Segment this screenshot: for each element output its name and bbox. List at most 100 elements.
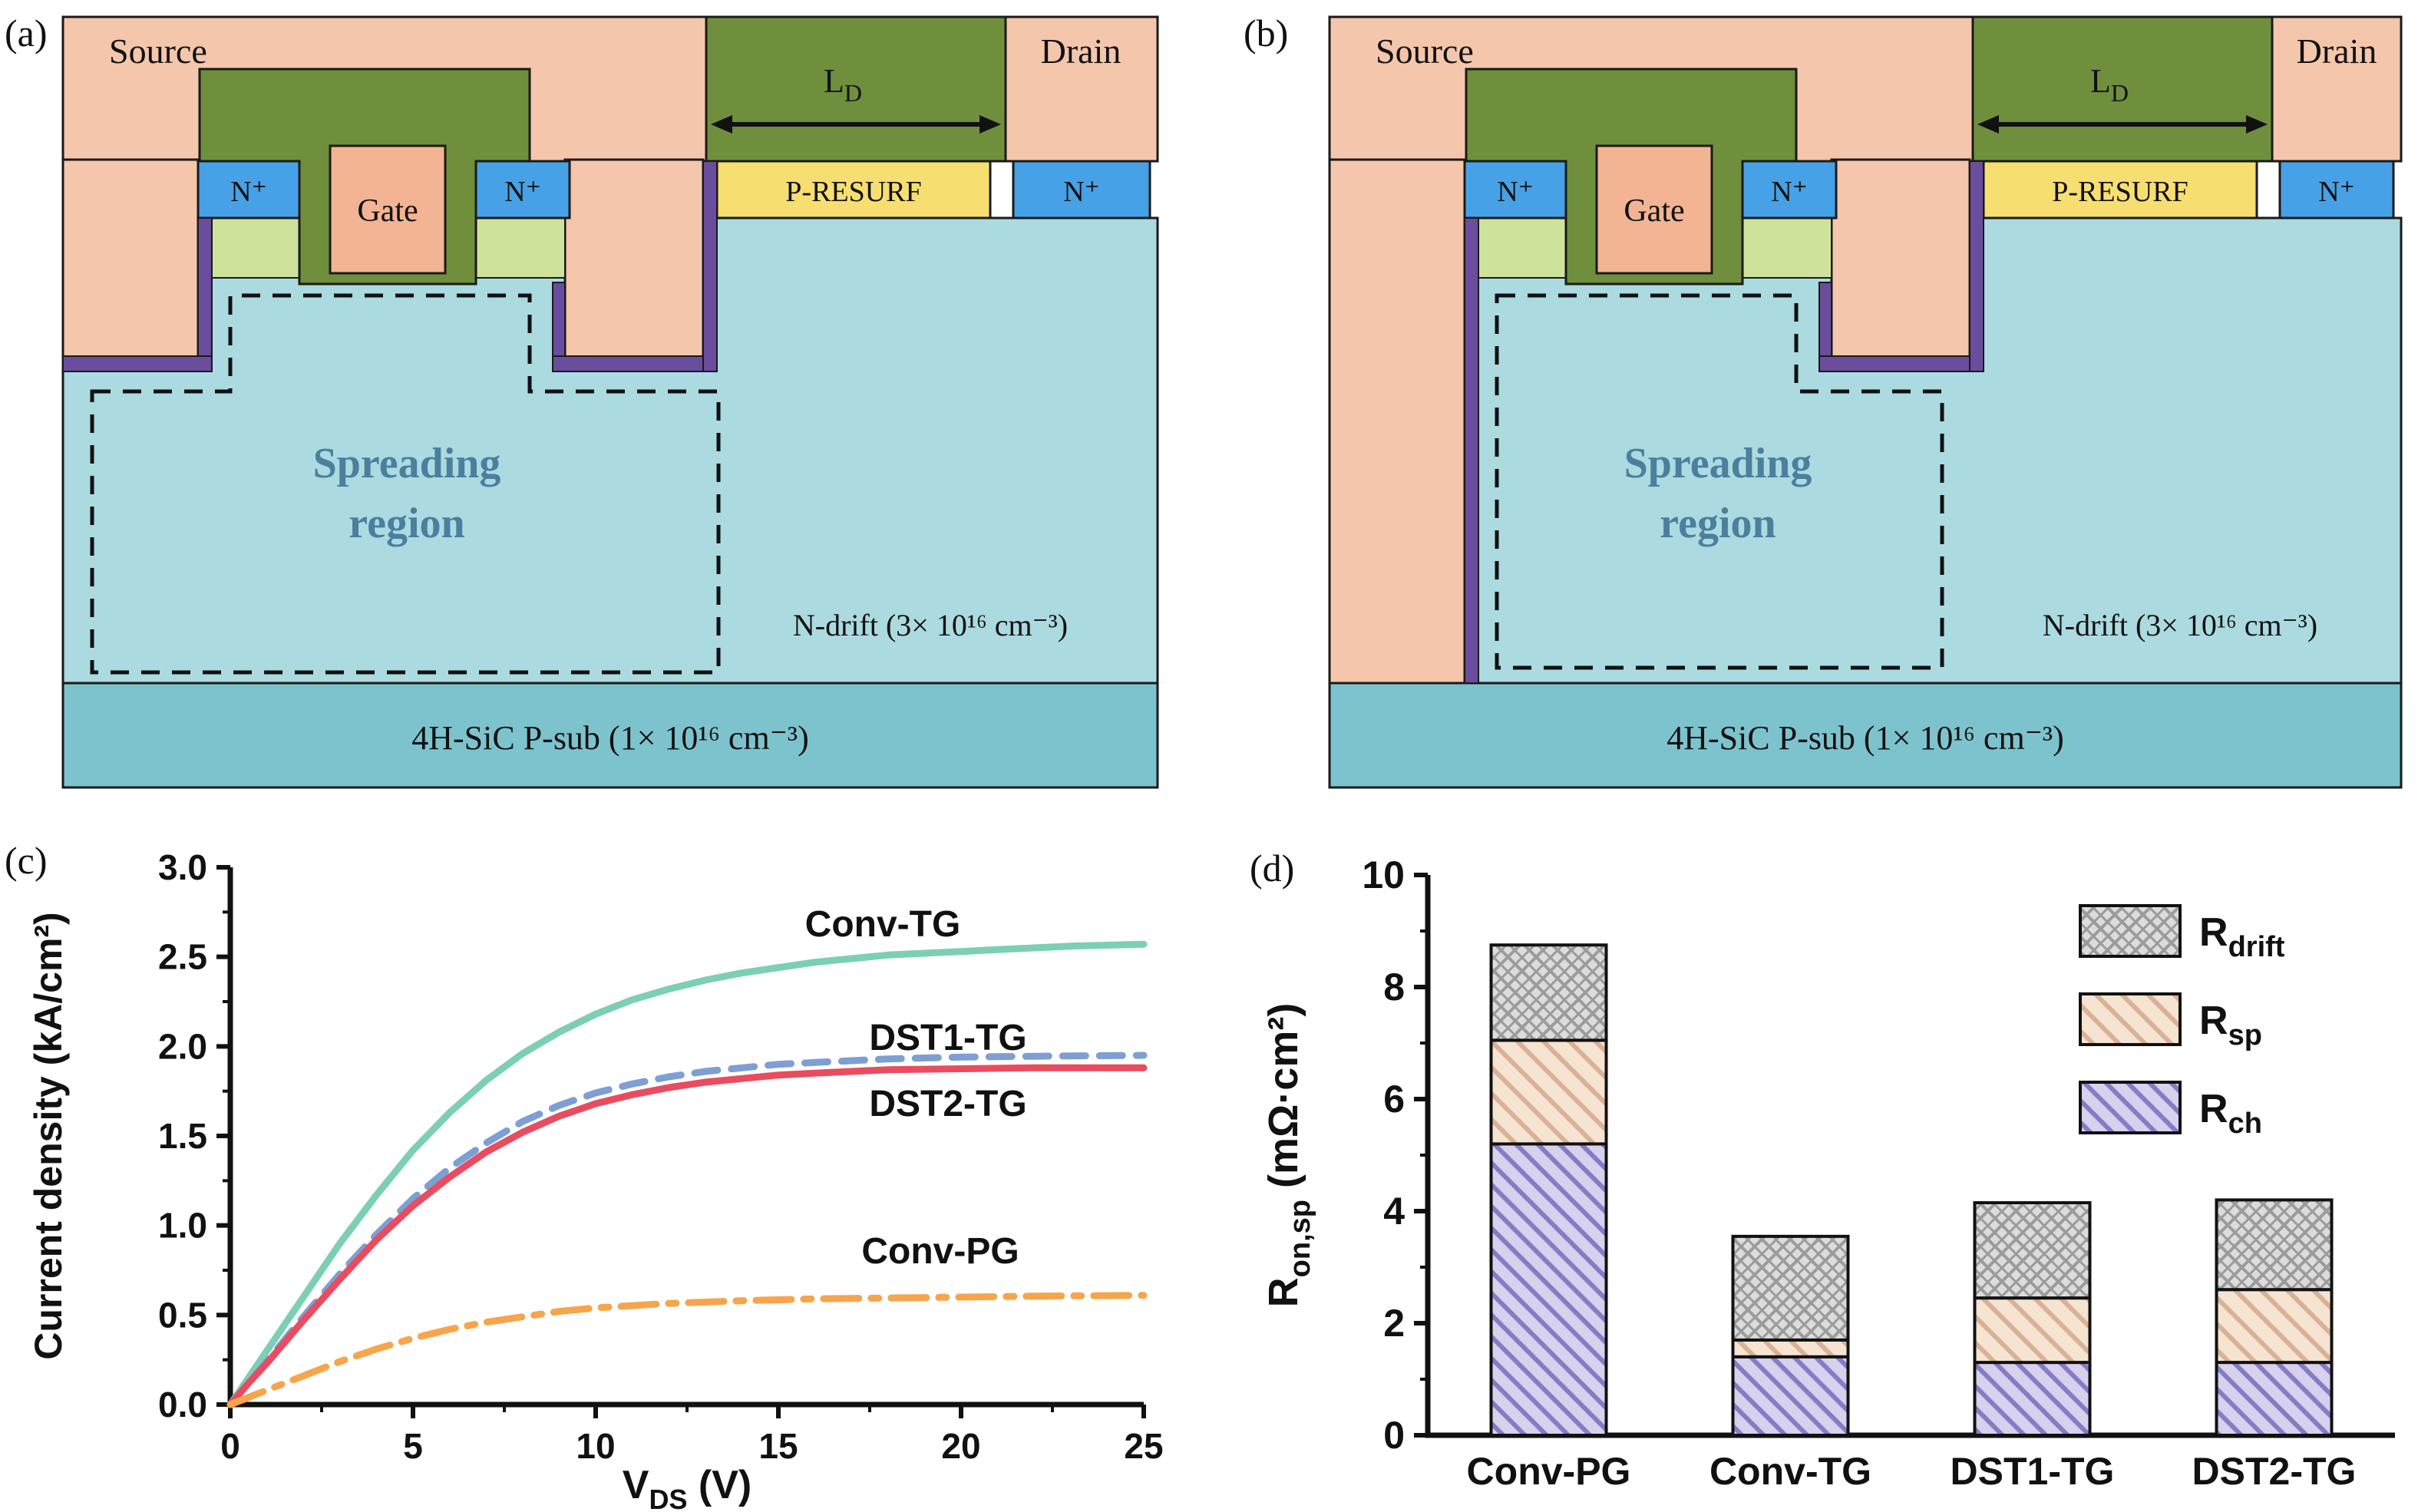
bar-segment-ch-Conv-PG	[1489, 1142, 1608, 1437]
panel-b-label: (b)	[1244, 12, 1289, 54]
source-label: Source	[1376, 31, 1474, 71]
category-label: DST2-TG	[2192, 1450, 2357, 1493]
spreading-region-label-2: region	[1660, 500, 1776, 547]
n-plus-label-drain: N⁺	[1063, 176, 1100, 208]
spreading-region-outline	[90, 293, 721, 675]
y-tick-label: 10	[1362, 853, 1405, 896]
p-plus-liner-left-side	[197, 217, 213, 372]
p-sub-label: 4H-SiC P-sub (1× 10¹⁶ cm⁻³)	[411, 719, 809, 757]
ld-label: LD	[824, 62, 862, 107]
p-resurf-label: P-RESURF	[785, 176, 921, 208]
n-plus-label-left: N⁺	[230, 176, 267, 208]
panel-d-label: (d)	[1250, 847, 1295, 890]
x-tick-label: 20	[941, 1426, 980, 1466]
source-trench-left	[61, 158, 200, 359]
panel-a-label: (a)	[5, 12, 48, 54]
p-plus-liner-left-bottom	[62, 355, 213, 372]
bar-segment-drift-DST2-TG	[2215, 1198, 2334, 1292]
y-tick-label: 2.0	[158, 1026, 207, 1066]
source-label: Source	[109, 31, 207, 71]
ld-arrowhead-right	[979, 115, 1001, 134]
p-plus-liner-mid-bottom	[552, 355, 718, 372]
legend-swatch-rch	[2079, 1081, 2182, 1134]
p-sub-label: 4H-SiC P-sub (1× 10¹⁶ cm⁻³)	[1667, 719, 2064, 757]
gate-electrode	[329, 144, 447, 275]
device-diagram-a: Source Drain Gate N⁺ N⁺ N⁺ P-RESURF LD S…	[61, 15, 1159, 789]
y-tick-label: 2	[1383, 1302, 1405, 1345]
n-plus-label-right: N⁺	[1771, 176, 1808, 208]
source-trench-middle	[1830, 158, 1971, 359]
gate-label: Gate	[1624, 193, 1684, 229]
gate-label: Gate	[357, 193, 418, 229]
bar-segment-drift-Conv-PG	[1489, 943, 1608, 1042]
p-plus-liner-deep-side	[1464, 217, 1479, 684]
bar-segment-ch-DST2-TG	[2215, 1361, 2334, 1437]
curve-Conv-TG	[226, 940, 1148, 1408]
drain-metal	[2271, 15, 2403, 163]
x-axis-title-c: VDS (V)	[623, 1463, 751, 1512]
spreading-region-label-1: Spreading	[1624, 440, 1812, 487]
p-sub-region	[61, 682, 1159, 789]
panel-c-label: (c)	[5, 839, 48, 882]
category-label: Conv-TG	[1709, 1450, 1871, 1493]
legend-label-rch: Rch	[2199, 1087, 2262, 1140]
x-tick-label: 25	[1124, 1426, 1163, 1466]
y-tick-label: 0.0	[158, 1385, 207, 1425]
legend-swatch-rsp	[2079, 992, 2182, 1046]
category-label: DST1-TG	[1951, 1450, 2115, 1493]
source-trench-middle	[563, 158, 705, 359]
field-plate	[1971, 15, 2274, 163]
bar-segment-ch-DST1-TG	[1973, 1361, 2092, 1437]
ld-label: LD	[2090, 62, 2129, 107]
x-tick-label: 0	[220, 1426, 240, 1466]
drain-label: Drain	[2297, 31, 2377, 71]
p-base-right	[475, 217, 566, 279]
curve-label-conv-tg: Conv-TG	[805, 904, 961, 945]
p-base-left	[199, 217, 300, 279]
y-tick-label: 1.0	[158, 1206, 207, 1246]
spreading-region-label-2: region	[348, 500, 464, 547]
curve-Conv-PG	[226, 1292, 1148, 1408]
n-plus-source-right	[1741, 160, 1838, 220]
x-tick-label: 10	[576, 1426, 615, 1466]
p-base-right	[1742, 217, 1832, 279]
legend-label-rsp: Rsp	[2199, 999, 2262, 1051]
y-tick-label: 3.0	[158, 847, 207, 887]
bar-segment-sp-Conv-PG	[1489, 1038, 1608, 1146]
p-resurf-region	[715, 160, 992, 220]
bar-segment-sp-DST1-TG	[1973, 1296, 2092, 1365]
p-plus-liner-mid-right	[702, 160, 718, 372]
p-base-left	[1465, 217, 1567, 279]
field-plate	[705, 15, 1007, 163]
gate-electrode	[1595, 144, 1713, 275]
p-resurf-label: P-RESURF	[2052, 176, 2188, 208]
curve-label-dst2-tg: DST2-TG	[869, 1084, 1026, 1124]
source-trench-deep	[1328, 158, 1466, 685]
y-axis-title-d: Ron,sp (mΩ·cm²)	[1260, 1003, 1316, 1308]
ld-arrowhead-right	[2246, 115, 2268, 134]
bar-segment-drift-DST1-TG	[1973, 1201, 2092, 1300]
curve-label-conv-pg: Conv-PG	[861, 1231, 1019, 1272]
y-tick-label: 4	[1383, 1190, 1405, 1233]
curve-label-dst1-tg: DST1-TG	[869, 1018, 1026, 1058]
y-tick-label: 2.5	[158, 937, 207, 977]
n-plus-source-left	[197, 160, 301, 220]
y-tick-label: 1.5	[158, 1116, 207, 1156]
device-diagram-b: Source Drain Gate N⁺ N⁺ N⁺ P-RESURF LD S…	[1328, 15, 2403, 789]
n-drift-label: N-drift (3× 10¹⁶ cm⁻³)	[793, 608, 1068, 642]
legend-label-rdrift: Rdrift	[2199, 910, 2285, 963]
y-tick-label: 0.5	[158, 1295, 207, 1335]
n-plus-label-left: N⁺	[1497, 176, 1534, 208]
drain-label: Drain	[1041, 31, 1121, 71]
n-plus-label-right: N⁺	[504, 176, 541, 208]
bar-segment-ch-Conv-TG	[1731, 1355, 1850, 1437]
n-plus-drain	[1012, 160, 1151, 220]
y-tick-label: 8	[1383, 966, 1405, 1009]
bar-segment-sp-DST2-TG	[2215, 1288, 2334, 1365]
p-plus-liner-mid-bottom	[1818, 355, 1984, 372]
